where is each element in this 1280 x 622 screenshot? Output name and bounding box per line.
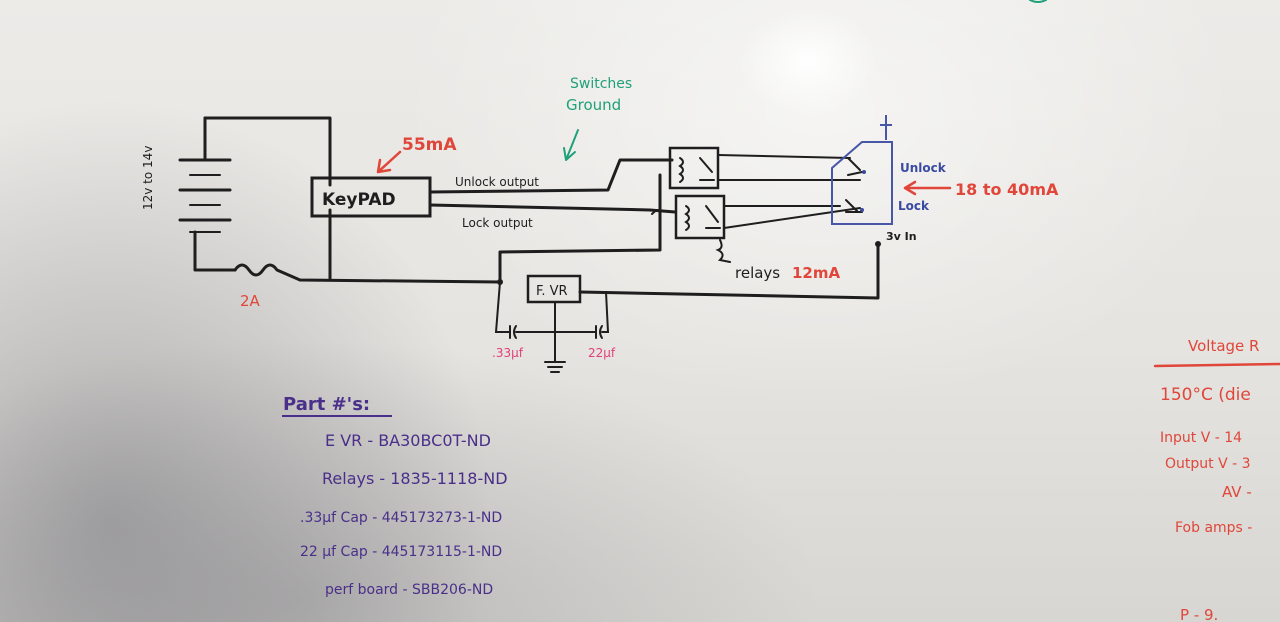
relays-pointer [715,239,731,263]
fob-lock-label: Lock [898,199,930,213]
switches-note-line1: Switches [570,76,632,92]
relays-label: relays [735,264,780,282]
voltage-line-6: P - 9. [1180,606,1218,622]
cap-left-label: .33µf [492,346,524,360]
relay-fob-wire-4 [723,207,861,229]
unlock-output-wire [428,158,674,194]
cap-right-symbol [595,325,603,339]
wire-crossover [651,209,661,215]
part-item-3: .33µf Cap - 445173273-1-ND [300,510,502,526]
fob-input-label: 3v In [886,230,917,243]
fuse-symbol [233,263,502,284]
keypad-arrow-icon [376,150,402,174]
cap-left-symbol [509,325,517,339]
fob-module [831,115,893,225]
keypad-box [310,176,432,218]
voltage-line-2: Input V - 14 [1160,430,1242,446]
cap-right-wire [601,291,610,333]
battery-symbol [178,116,332,272]
relay-fob-wire-1 [717,154,851,159]
fob-unlock-label: Unlock [900,161,947,175]
relay-bottom [674,194,726,240]
fob-power-node [875,241,881,247]
voltage-line-4: AV - [1222,483,1252,501]
battery-label: 12v to 14v [141,146,155,210]
voltage-line-3: Output V - 3 [1165,456,1251,472]
lock-output-wire [428,203,677,214]
keypad-label: KeyPAD [322,190,396,210]
fob-current: 18 to 40mA [955,180,1059,199]
fuse-label: 2A [240,292,261,310]
unlock-output-label: Unlock output [455,175,539,189]
cap-left-wire [494,281,511,333]
switches-note-line2: Ground [566,96,621,114]
fob-power-wire [578,242,880,300]
fob-arrow-icon [903,180,952,196]
green-mark [1029,0,1047,3]
voltage-heading-underline [1153,362,1280,368]
relays-current: 12mA [792,264,841,282]
part-item-5: perf board - SBB206-ND [325,582,493,598]
relay-top [668,146,720,190]
part-item-1: E VR - BA30BC0T-ND [325,431,491,450]
voltage-line-5: Fob amps - [1175,520,1252,536]
voltage-heading: Voltage R [1188,337,1259,355]
voltage-line-1: 150°C (die [1160,385,1251,405]
parts-heading: Part #'s: [283,394,370,415]
switches-arrow-icon [563,129,579,161]
regulator-label: F. VR [536,284,568,299]
ground-icon [544,361,566,373]
keypad-current: 55mA [402,135,457,155]
cap-right-label: 22µf [588,346,616,360]
part-item-2: Relays - 1835-1118-ND [322,469,508,488]
part-item-4: 22 µf Cap - 445173115-1-ND [300,544,502,560]
lock-output-label: Lock output [462,216,533,230]
